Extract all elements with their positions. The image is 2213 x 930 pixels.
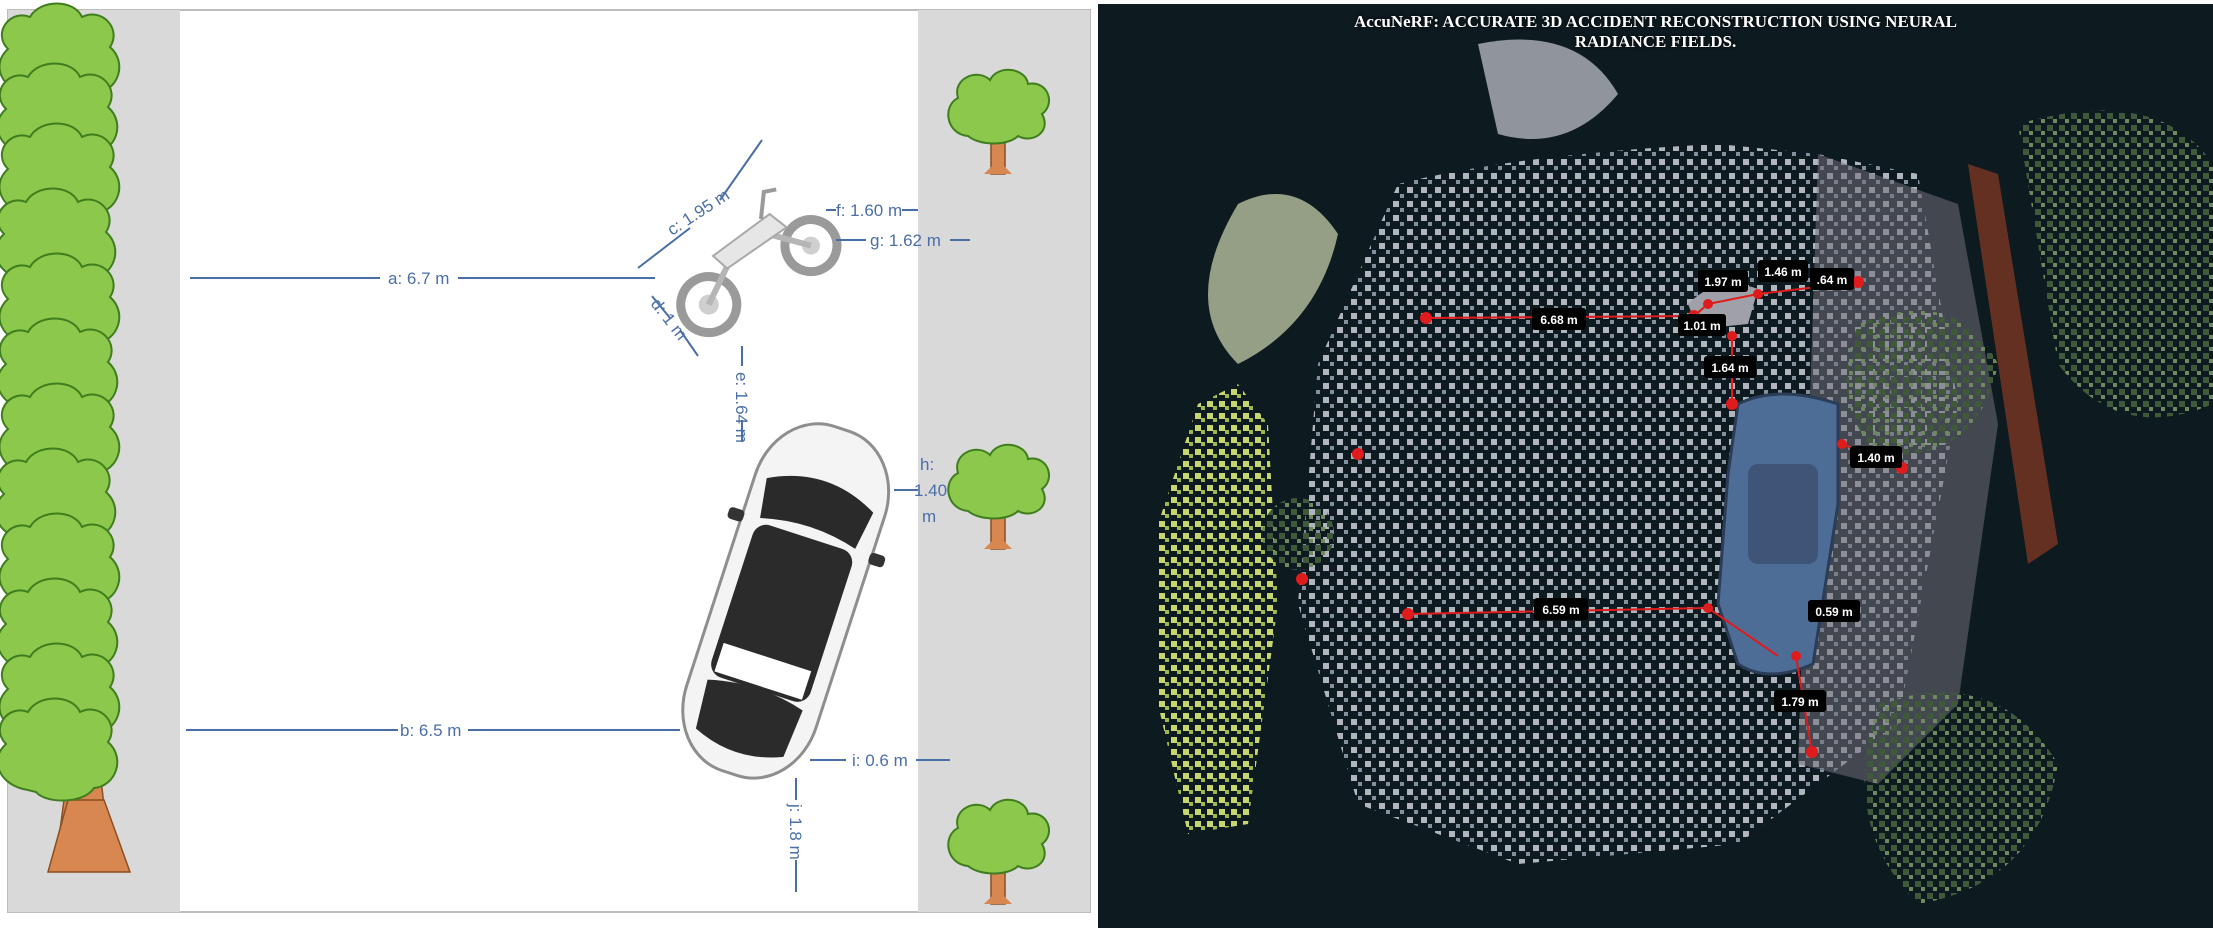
svg-text:6.68 m: 6.68 m	[1540, 313, 1577, 327]
label-0-64: .64 m	[1810, 268, 1854, 290]
label-6-68: 6.68 m	[1532, 308, 1586, 330]
label-1-64: 1.64 m	[1704, 356, 1756, 378]
measurement-e: e: 1.64 m	[732, 372, 751, 443]
svg-text:1.40 m: 1.40 m	[1857, 451, 1894, 465]
label-1-79: 1.79 m	[1774, 690, 1826, 712]
left-tree-row	[0, 2, 132, 873]
measurement-h-line2: 1.40	[914, 481, 947, 500]
label-0-59: 0.59 m	[1808, 600, 1860, 622]
label-1-46: 1.46 m	[1758, 260, 1808, 282]
label-1-01: 1.01 m	[1678, 314, 1726, 336]
label-6-59: 6.59 m	[1534, 598, 1588, 620]
measurement-a: a: 6.7 m	[388, 269, 449, 288]
right-trees	[1846, 310, 1998, 455]
measurement-j: j: 1.8 m	[786, 803, 805, 860]
road-surface	[7, 9, 1091, 913]
point-cloud-reconstruction: 6.68 m 1.97 m 1.46 m .64 m 1.01 m 1.64 m…	[1098, 4, 2213, 928]
accident-schematic-diagram: a: 6.7 m b: 6.5 m c: 1.95 m d: 1 m e: 1.…	[0, 2, 1091, 913]
measurement-h-line1: h:	[920, 455, 934, 474]
svg-text:6.59 m: 6.59 m	[1542, 603, 1579, 617]
measurement-i: i: 0.6 m	[852, 751, 908, 770]
measurement-b: b: 6.5 m	[400, 721, 461, 740]
svg-text:0.59 m: 0.59 m	[1815, 605, 1852, 619]
measurement-f: f: 1.60 m	[836, 201, 902, 220]
motorcycle-icon	[676, 187, 842, 338]
car-icon	[681, 422, 891, 780]
point-cloud-scene: 6.68 m 1.97 m 1.46 m .64 m 1.01 m 1.64 m…	[1158, 39, 2213, 904]
figure-title: AccuNeRF: ACCURATE 3D ACCIDENT RECONSTRU…	[1098, 12, 2213, 52]
svg-text:1.64 m: 1.64 m	[1711, 361, 1748, 375]
left-vegetation	[1158, 384, 1278, 834]
measurement-endpoints	[1296, 276, 1908, 758]
label-1-40: 1.40 m	[1850, 446, 1902, 468]
svg-text:1.01 m: 1.01 m	[1683, 319, 1720, 333]
measurement-h-line3: m	[922, 507, 936, 526]
svg-text:1.79 m: 1.79 m	[1781, 695, 1818, 709]
svg-text:1.97 m: 1.97 m	[1704, 275, 1741, 289]
road-point-cloud	[1298, 144, 1958, 864]
svg-text:.64 m: .64 m	[1817, 273, 1848, 287]
figure-title-line1: AccuNeRF: ACCURATE 3D ACCIDENT RECONSTRU…	[1354, 12, 1957, 31]
measurement-g: g: 1.62 m	[870, 231, 941, 250]
label-1-97: 1.97 m	[1698, 270, 1748, 292]
figure-title-line2: RADIANCE FIELDS.	[1574, 32, 1737, 51]
svg-text:1.46 m: 1.46 m	[1764, 265, 1801, 279]
dimension-lines	[186, 139, 970, 892]
